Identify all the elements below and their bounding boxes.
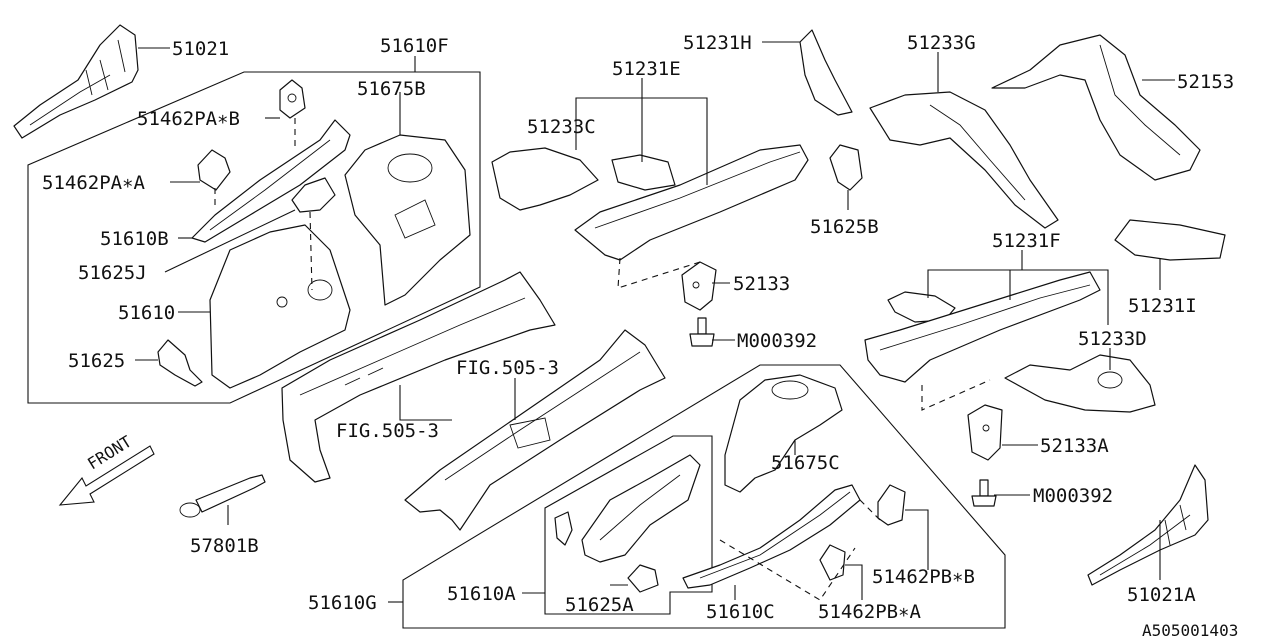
bolt-M000392-a-drawing	[689, 317, 715, 347]
label-51231F: 51231F	[992, 230, 1061, 252]
part-57801B-drawing	[179, 474, 266, 518]
part-52133A-drawing	[967, 404, 1003, 461]
front-arrow: FRONT	[58, 432, 155, 506]
bolt-M000392-b-drawing	[971, 479, 997, 507]
part-51231E-drawing	[611, 154, 676, 191]
part-51625A-small-drawing	[554, 511, 573, 546]
part-fig505-rail-lower-drawing	[281, 271, 556, 483]
part-51675C-drawing	[724, 374, 843, 493]
label-51462PB-A: 51462PB∗A	[818, 601, 922, 623]
label-51021: 51021	[172, 38, 229, 60]
label-M000392-upper: M000392	[737, 330, 817, 352]
part-51610B-drawing	[191, 119, 351, 243]
label-51233G: 51233G	[907, 32, 976, 54]
part-51610A-drawing	[581, 454, 701, 563]
label-57801B: 57801B	[190, 535, 259, 557]
part-51233C-drawing	[491, 147, 599, 211]
label-51233C: 51233C	[527, 116, 596, 138]
label-51610C: 51610C	[706, 601, 775, 623]
label-52133A: 52133A	[1040, 435, 1109, 457]
label-51610: 51610	[118, 302, 175, 324]
label-51233D: 51233D	[1078, 328, 1147, 350]
label-51021A: 51021A	[1127, 584, 1196, 606]
label-51231I: 51231I	[1128, 295, 1197, 317]
label-51462PA-B: 51462PA∗B	[137, 108, 240, 130]
diagram-id: A505001403	[1142, 621, 1238, 640]
part-long-rail-upper-drawing	[574, 144, 809, 261]
leader-lines	[135, 41, 1175, 603]
group-box-51610G	[402, 364, 1006, 629]
label-51610F: 51610F	[380, 35, 449, 57]
label-51625: 51625	[68, 350, 125, 372]
label-51610A: 51610A	[447, 583, 516, 605]
part-51233G-drawing	[869, 91, 1059, 229]
label-fig505-3-upper: FIG.505-3	[456, 357, 559, 379]
part-51021-drawing	[13, 24, 139, 139]
group-box-51610F	[27, 71, 481, 404]
label-52153: 52153	[1177, 71, 1234, 93]
part-51625J-drawing	[291, 177, 336, 213]
part-51610-drawing	[209, 224, 351, 389]
label-51610G: 51610G	[308, 592, 377, 614]
front-label: FRONT	[84, 432, 135, 474]
part-51231I-drawing	[1114, 219, 1226, 261]
label-51625J: 51625J	[78, 262, 147, 284]
label-51462PA-A: 51462PA∗A	[42, 172, 146, 194]
label-51462PB-B: 51462PB∗B	[872, 566, 975, 588]
part-51675B-drawing	[344, 134, 471, 306]
group-box-51610A	[544, 435, 713, 615]
label-51231H: 51231H	[683, 32, 752, 54]
part-51625B-drawing	[829, 144, 863, 191]
part-fig505-rail-center-drawing	[404, 329, 666, 531]
label-52133: 52133	[733, 273, 790, 295]
part-51021A-drawing	[1087, 464, 1209, 586]
part-51231H-drawing	[799, 29, 853, 116]
part-52153-drawing	[991, 34, 1201, 181]
label-51675C: 51675C	[771, 452, 840, 474]
label-51675B: 51675B	[357, 78, 426, 100]
part-51625-drawing	[157, 339, 203, 387]
part-52133-drawing	[681, 261, 717, 311]
part-51625A-drawing	[627, 564, 659, 593]
part-51462PA-B-drawing	[279, 79, 306, 119]
dashed-assembly-lines	[214, 118, 991, 601]
label-51625A: 51625A	[565, 594, 634, 616]
label-51231E: 51231E	[612, 58, 681, 80]
label-51610B: 51610B	[100, 228, 169, 250]
label-M000392-lower: M000392	[1033, 485, 1113, 507]
part-51462PB-B-drawing	[877, 484, 906, 526]
label-fig505-3-lower: FIG.505-3	[336, 420, 439, 442]
part-51233D-drawing	[1004, 354, 1156, 413]
part-51462PB-A-drawing	[819, 544, 846, 581]
part-51462PA-A-drawing	[197, 149, 231, 191]
label-51625B: 51625B	[810, 216, 879, 238]
part-51231F-drawing	[864, 271, 1101, 383]
